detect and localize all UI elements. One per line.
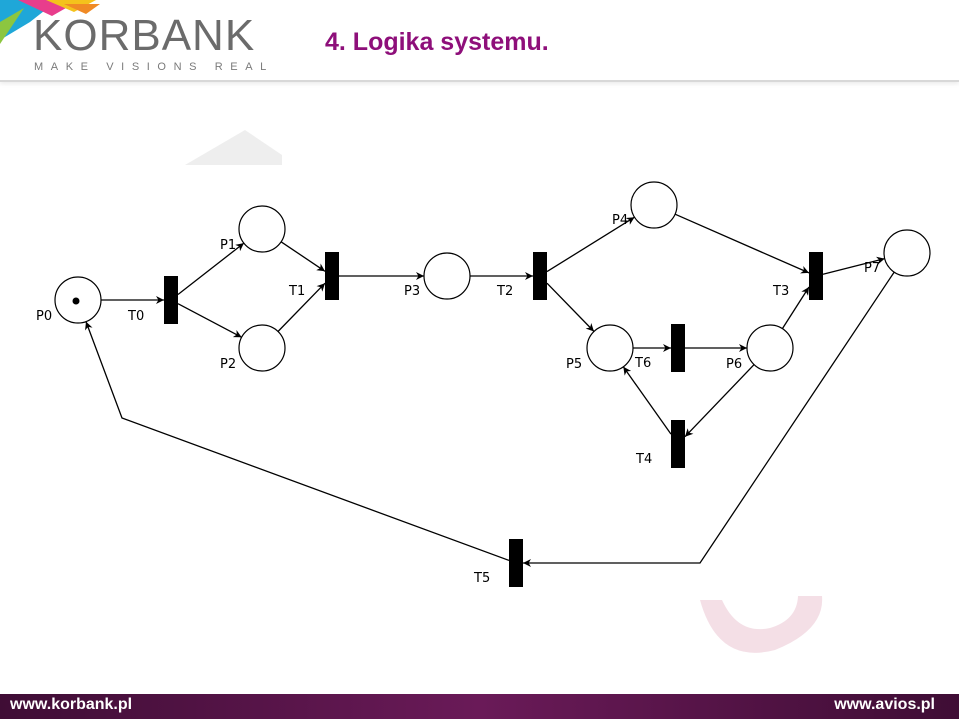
arc-t2-p4 (546, 216, 635, 273)
place-p1 (238, 205, 286, 253)
place-label-p2: P2 (220, 357, 236, 372)
place-label-p5: P5 (566, 357, 582, 372)
place-label-p0: P0 (36, 309, 52, 324)
arc-t0-p2 (177, 303, 243, 338)
logo-tagline: MAKE VISIONS REAL (34, 61, 274, 73)
transition-label-t3: T3 (772, 284, 789, 299)
place-p7 (883, 229, 931, 277)
arc-p6-t4 (684, 364, 755, 438)
transition-t1 (325, 252, 339, 300)
arc-p2-t1 (277, 282, 326, 332)
transition-t4 (671, 420, 685, 468)
place-label-p1: P1 (220, 238, 236, 253)
transition-t0 (164, 276, 178, 324)
place-p2 (238, 324, 286, 372)
arc-t5-p0 (85, 321, 510, 562)
place-label-p6: P6 (726, 357, 742, 372)
arc-t2-p5 (546, 282, 595, 332)
transition-label-t6: T6 (634, 356, 651, 371)
place-p4 (630, 181, 678, 229)
transition-label-t5: T5 (473, 571, 490, 586)
arc-t4-p5 (622, 366, 672, 435)
logo-wordmark: KORBANK (33, 11, 256, 60)
nodes-layer (54, 181, 931, 587)
place-p5 (586, 324, 634, 372)
transition-t6 (671, 324, 685, 372)
footer-link-avios[interactable]: www.avios.pl (834, 696, 935, 713)
arc-t3-p7 (822, 256, 885, 275)
arc-p6-t3 (781, 286, 810, 329)
slide-header: KORBANK MAKE VISIONS REAL 4. Logika syst… (0, 0, 959, 82)
place-label-p3: P3 (404, 284, 420, 299)
footer-link-korbank[interactable]: www.korbank.pl (10, 696, 133, 713)
arc-p7-t5 (523, 271, 895, 567)
transition-t2 (533, 252, 547, 300)
place-label-p4: P4 (612, 213, 628, 228)
arc-p1-t1 (280, 241, 326, 272)
arc-t0-p1 (177, 242, 245, 296)
transition-label-t1: T1 (288, 284, 305, 299)
arc-p4-t3 (674, 213, 810, 274)
arcs-layer (85, 213, 895, 567)
transition-label-t4: T4 (635, 452, 652, 467)
transition-t5 (509, 539, 523, 587)
korbank-logo-graphic (0, 0, 100, 44)
place-label-p7: P7 (864, 261, 880, 276)
transition-label-t2: T2 (496, 284, 513, 299)
transition-t3 (809, 252, 823, 300)
place-p3 (423, 252, 471, 300)
transition-label-t0: T0 (127, 309, 144, 324)
token-p0 (72, 297, 80, 305)
watermark-shape (185, 130, 823, 653)
place-p6 (746, 324, 794, 372)
slide-footer: www.korbank.pl www.avios.pl (0, 694, 959, 719)
page-title: 4. Logika systemu. (325, 28, 549, 56)
